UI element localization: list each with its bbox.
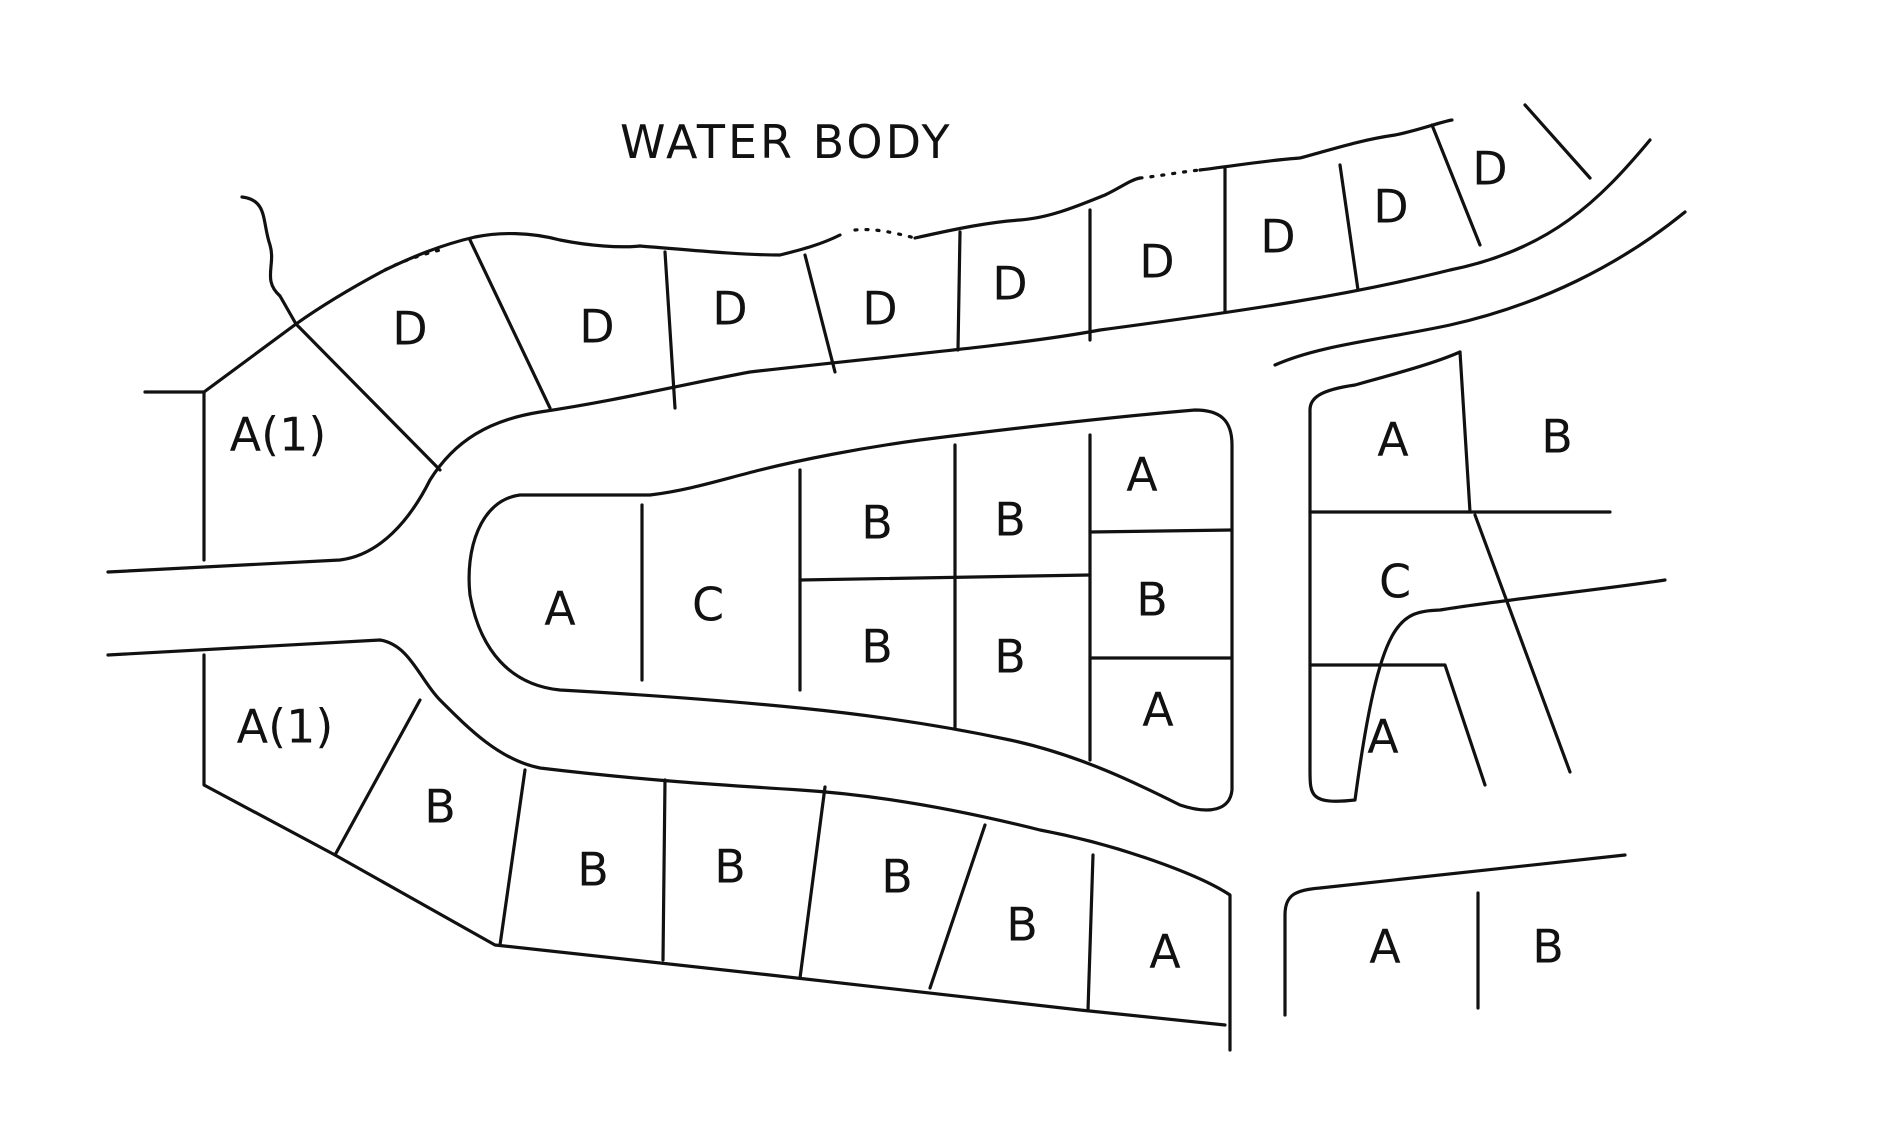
island-b-04: B xyxy=(994,630,1026,684)
lot-d-02: D xyxy=(579,300,614,354)
south-b-04: B xyxy=(881,850,913,904)
south-b-02: B xyxy=(577,843,609,897)
island-b-03: B xyxy=(861,620,893,674)
east-a-bottom: A xyxy=(1369,920,1401,974)
lot-d-06: D xyxy=(1139,235,1174,289)
east-b-top: B xyxy=(1541,410,1573,464)
south-b-05: B xyxy=(1006,898,1038,952)
lot-a1-north: A(1) xyxy=(230,408,327,462)
lot-d-07: D xyxy=(1260,210,1295,264)
lot-d-09: D xyxy=(1472,142,1507,196)
north-lot-lines xyxy=(143,123,1482,562)
lot-d-05: D xyxy=(992,257,1027,311)
shoreline xyxy=(240,103,1592,326)
south-lot-lines xyxy=(202,653,1227,1027)
lot-d-01: D xyxy=(392,302,427,356)
main-road xyxy=(106,138,1687,1052)
east-b-bottom: B xyxy=(1532,920,1564,974)
east-a-top: A xyxy=(1377,413,1409,467)
island-a-ne: A xyxy=(1126,448,1158,502)
island-b-01: B xyxy=(861,496,893,550)
island-c: C xyxy=(692,578,724,632)
south-b-01: B xyxy=(424,780,456,834)
lot-a1-south: A(1) xyxy=(237,700,334,754)
island-b-east: B xyxy=(1136,573,1168,627)
east-c: C xyxy=(1379,555,1411,609)
lot-d-04: D xyxy=(862,282,897,336)
island-block xyxy=(467,408,1234,812)
lot-labels: D D D D D D D D D A(1) A(1) A C B B B B … xyxy=(230,142,1573,979)
east-a-mid: A xyxy=(1367,710,1399,764)
water-body-label: WATER BODY xyxy=(620,115,953,169)
island-a-se: A xyxy=(1142,683,1174,737)
south-a-end: A xyxy=(1149,925,1181,979)
lot-d-08: D xyxy=(1373,180,1408,234)
island-a-west: A xyxy=(544,582,576,636)
island-b-02: B xyxy=(994,493,1026,547)
lot-d-03: D xyxy=(712,282,747,336)
south-b-03: B xyxy=(714,840,746,894)
east-block-upper xyxy=(1308,350,1612,787)
